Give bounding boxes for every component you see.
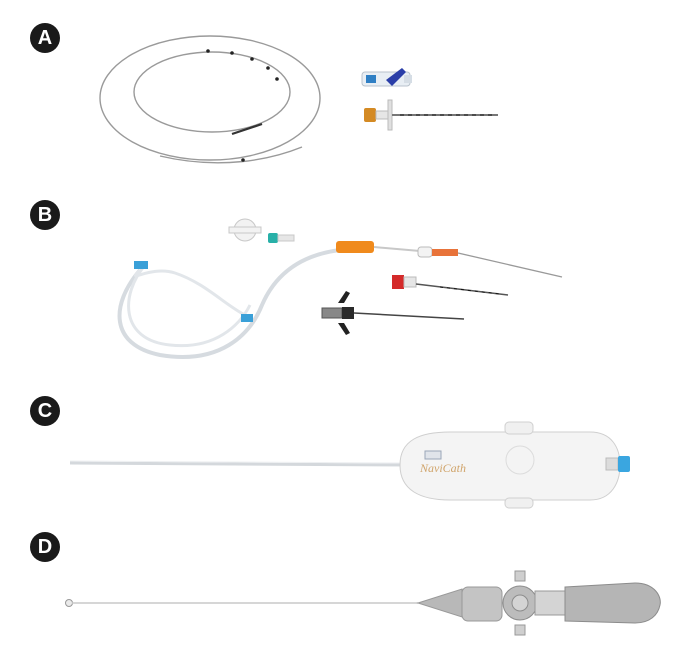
panel-a-figure [0, 20, 694, 190]
panel-label-b: B [30, 200, 60, 230]
device-brand-label: NaviCath [419, 461, 466, 475]
panel-label-c: C [30, 396, 60, 426]
stopcock-image [361, 68, 412, 87]
panel-c-figure: NaviCath [0, 410, 694, 520]
handle-device-image [65, 570, 661, 636]
catheter-kit-image [117, 218, 563, 359]
panel-label-a: A [30, 23, 60, 53]
panel-label-d: D [30, 532, 60, 562]
coiled-guidewire-image [99, 35, 498, 164]
panel-d-figure [0, 565, 694, 647]
needle-image [364, 99, 498, 131]
panel-b-figure [0, 195, 694, 370]
navicath-device-image: NaviCath [69, 421, 630, 509]
